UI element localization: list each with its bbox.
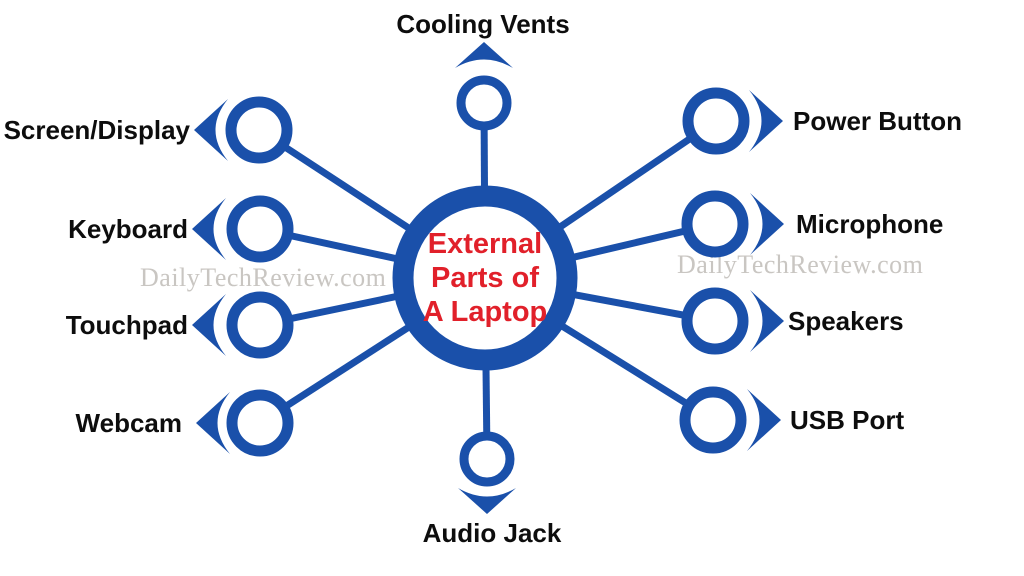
node-label-webcam: Webcam: [75, 408, 182, 438]
node-circle-audio-jack: [459, 431, 515, 487]
node-circle-power-button: [682, 87, 750, 155]
node-label-keyboard: Keyboard: [68, 214, 188, 244]
node-circle-screen-display: [225, 96, 293, 164]
chevron-left-icon-touchpad: [192, 294, 226, 356]
node-circle-usb-port: [679, 386, 747, 454]
node-label-speakers: Speakers: [788, 306, 904, 336]
arrow-down-icon: [458, 488, 516, 514]
chevron-left-icon-screen-display: [194, 99, 228, 161]
watermark-left: DailyTechReview.com: [140, 263, 387, 292]
chevron-right-icon-speakers: [750, 290, 784, 352]
node-label-audio-jack: Audio Jack: [422, 518, 562, 548]
chevron-left-icon-keyboard: [192, 198, 226, 260]
center-circle: [392, 185, 578, 371]
chevron-left-icon-webcam: [196, 392, 230, 454]
diagram-title-line-2: Parts of: [431, 262, 539, 294]
node-circle-webcam: [226, 389, 294, 457]
arrow-up-icon: [455, 42, 513, 68]
chevron-right-icon-usb-port: [747, 389, 781, 451]
chevron-right-icon-microphone: [750, 193, 784, 255]
diagram-title-line-1: External: [427, 228, 543, 260]
chevron-right-icon-power-button: [749, 90, 783, 152]
node-circle-cooling-vents: [456, 75, 512, 131]
node-label-screen-display: Screen/Display: [3, 115, 190, 145]
node-circle-keyboard: [226, 195, 294, 263]
diagram-title-line-3: A Laptop: [422, 296, 548, 328]
node-circle-microphone: [681, 190, 749, 258]
node-label-touchpad: Touchpad: [65, 310, 188, 340]
node-label-power-button: Power Button: [793, 106, 962, 136]
node-label-cooling-vents: Cooling Vents: [396, 9, 570, 39]
diagram-title: External Parts of A Laptop: [385, 227, 585, 329]
node-circle-touchpad: [226, 291, 294, 359]
node-circle-speakers: [681, 287, 749, 355]
node-label-microphone: Microphone: [796, 209, 944, 239]
node-label-usb-port: USB Port: [790, 405, 905, 435]
